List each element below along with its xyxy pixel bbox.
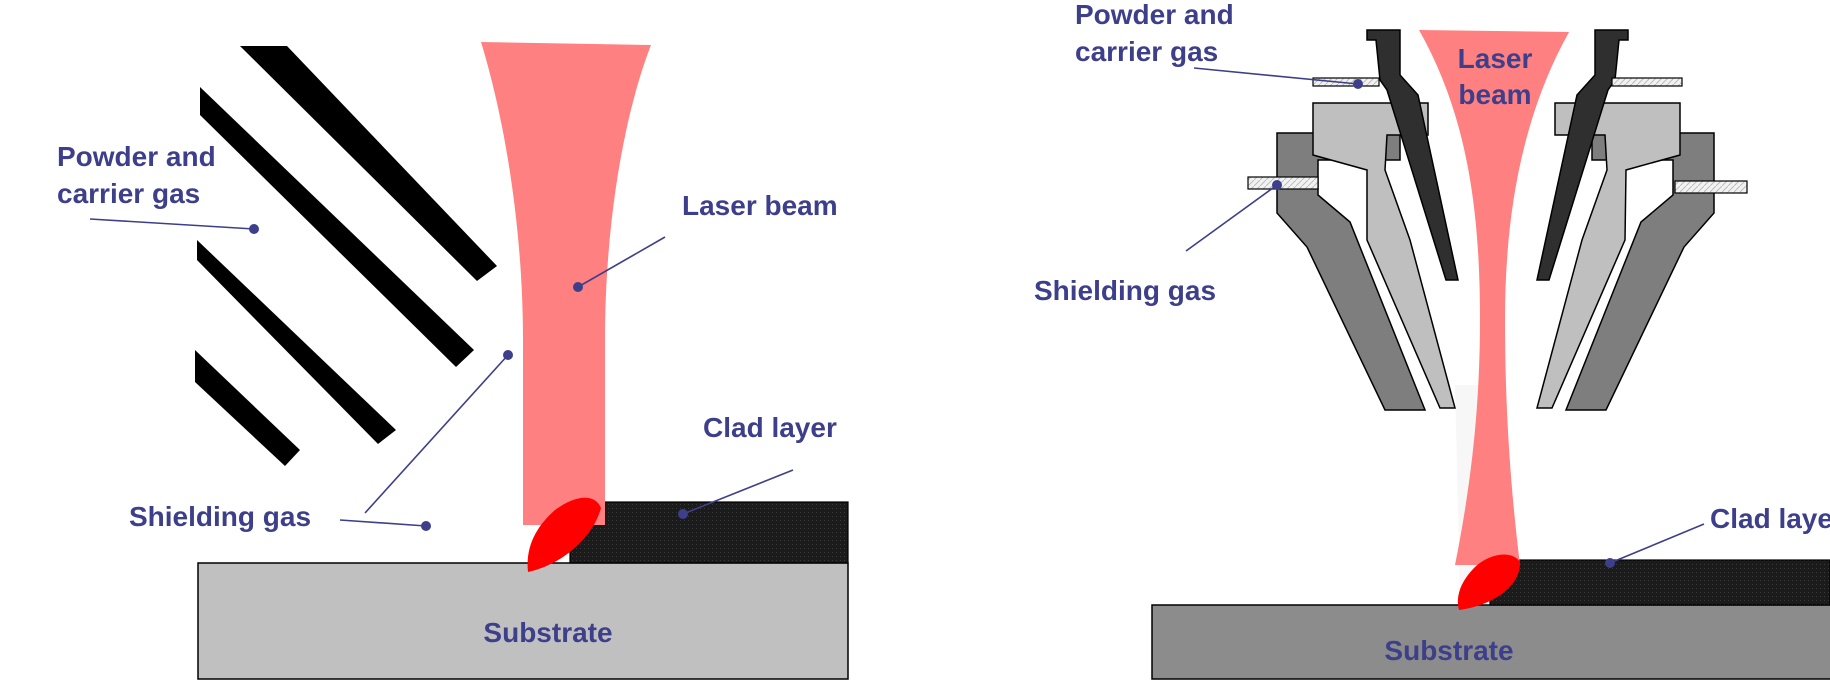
clad-label-right: Clad layer <box>1710 503 1830 534</box>
laser-label-right-line1: Laser <box>1458 43 1533 74</box>
powder-feed-nozzle-left <box>195 46 497 466</box>
powder-label-right-line1: Powder and <box>1075 0 1234 30</box>
shield-label-right: Shielding gas <box>1034 275 1216 306</box>
left-panel: Substrate Powder and carrier gas Laser b… <box>57 42 849 680</box>
substrate-label-left: Substrate <box>483 617 612 648</box>
substrate-right <box>1151 604 1830 680</box>
right-leader-lines <box>1185 67 1705 568</box>
melt-pool-left <box>527 497 601 572</box>
clad-layer-left <box>569 501 849 564</box>
right-panel: Substrate <box>1034 0 1830 680</box>
powder-label-left-line1: Powder and <box>57 141 216 172</box>
left-leader-lines <box>89 218 794 531</box>
substrate-left <box>197 562 849 680</box>
powder-label-left-line2: carrier gas <box>57 178 200 209</box>
gas-inlets <box>1247 77 1748 194</box>
laser-label-right-line2: beam <box>1458 79 1531 110</box>
middle-nozzle <box>1312 102 1681 409</box>
laser-label-left: Laser beam <box>682 190 838 221</box>
substrate-label-right: Substrate <box>1384 635 1513 666</box>
clad-label-left: Clad layer <box>703 412 837 443</box>
clad-layer-right <box>1489 559 1830 606</box>
inner-nozzle <box>1366 29 1629 281</box>
laser-beam-left <box>481 42 651 525</box>
shield-label-left: Shielding gas <box>129 501 311 532</box>
powder-label-right-line2: carrier gas <box>1075 36 1218 67</box>
melt-pool-right <box>1457 554 1521 610</box>
laser-beam-right <box>1419 30 1569 565</box>
